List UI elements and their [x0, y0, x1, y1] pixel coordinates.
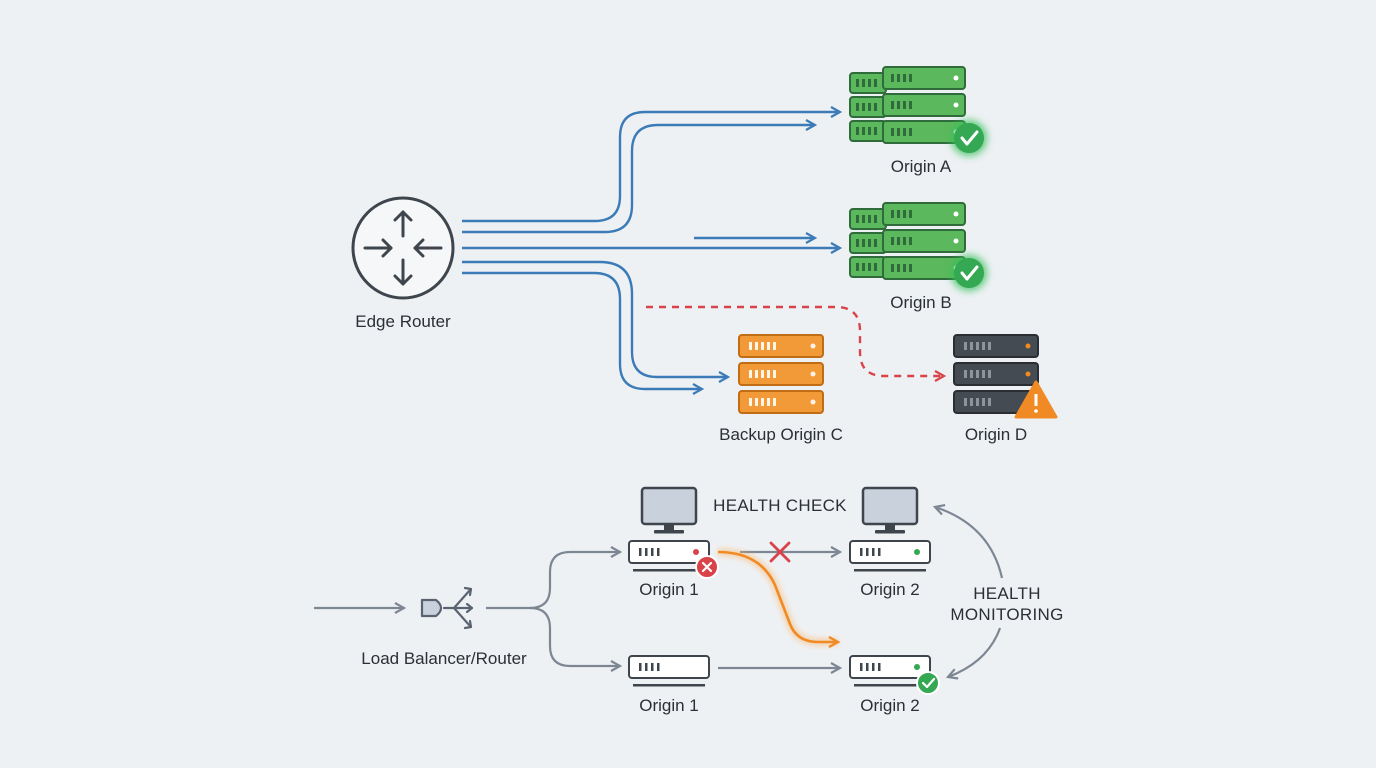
origin-2-top-server-icon: [849, 540, 931, 573]
failover-reroute-path: [717, 550, 838, 642]
origin-1-top-server-icon: [628, 540, 710, 573]
edge-router-icon: [351, 196, 455, 300]
monitor-icon: [640, 486, 698, 535]
warning-icon: [1014, 380, 1058, 419]
origin-1-bottom-server-icon: [628, 655, 710, 688]
failed-x-badge-icon: [695, 555, 719, 579]
origin-2-bottom-label: Origin 2: [860, 696, 920, 715]
failed-link-x-icon: [769, 541, 791, 563]
origin-b-label: Origin B: [890, 293, 951, 312]
flow-to-origin-a-2: [462, 125, 815, 234]
healthy-check-icon: [951, 255, 987, 291]
origin-d-label: Origin D: [965, 425, 1027, 444]
flow-to-backup-1: [462, 260, 728, 377]
edge-router-label: Edge Router: [355, 312, 451, 331]
backup-origin-c-server-icon: [738, 334, 824, 414]
origin-b-server-icon: [849, 202, 966, 280]
health-monitoring-arrows: [935, 507, 1004, 677]
origin-a-label: Origin A: [891, 157, 952, 176]
health-check-label: HEALTH CHECK: [713, 496, 847, 515]
health-monitoring-label-line1: HEALTH: [973, 584, 1041, 603]
backup-origin-c-label: Backup Origin C: [719, 425, 843, 444]
load-balancer-icon: [420, 586, 474, 630]
traffic-flows: [462, 112, 840, 389]
healthy-check-icon: [951, 120, 987, 156]
flow-to-origin-a-1: [462, 112, 840, 223]
origin-1-top-label: Origin 1: [639, 580, 699, 599]
load-balancer-label: Load Balancer/Router: [361, 649, 527, 668]
healthy-check-badge-icon: [916, 671, 940, 695]
balancer-split-lines: [486, 552, 840, 668]
failed-path-origin-d: [646, 305, 944, 376]
reroute-glow: [717, 548, 838, 646]
flow-to-backup-2: [462, 271, 702, 389]
health-monitoring-label-line2: MONITORING: [950, 605, 1063, 624]
origin-2-bottom-server-icon: [849, 655, 931, 688]
monitor-icon: [861, 486, 919, 535]
origin-2-top-label: Origin 2: [860, 580, 920, 599]
origin-a-server-icon: [849, 66, 966, 144]
origin-1-bottom-label: Origin 1: [639, 696, 699, 715]
